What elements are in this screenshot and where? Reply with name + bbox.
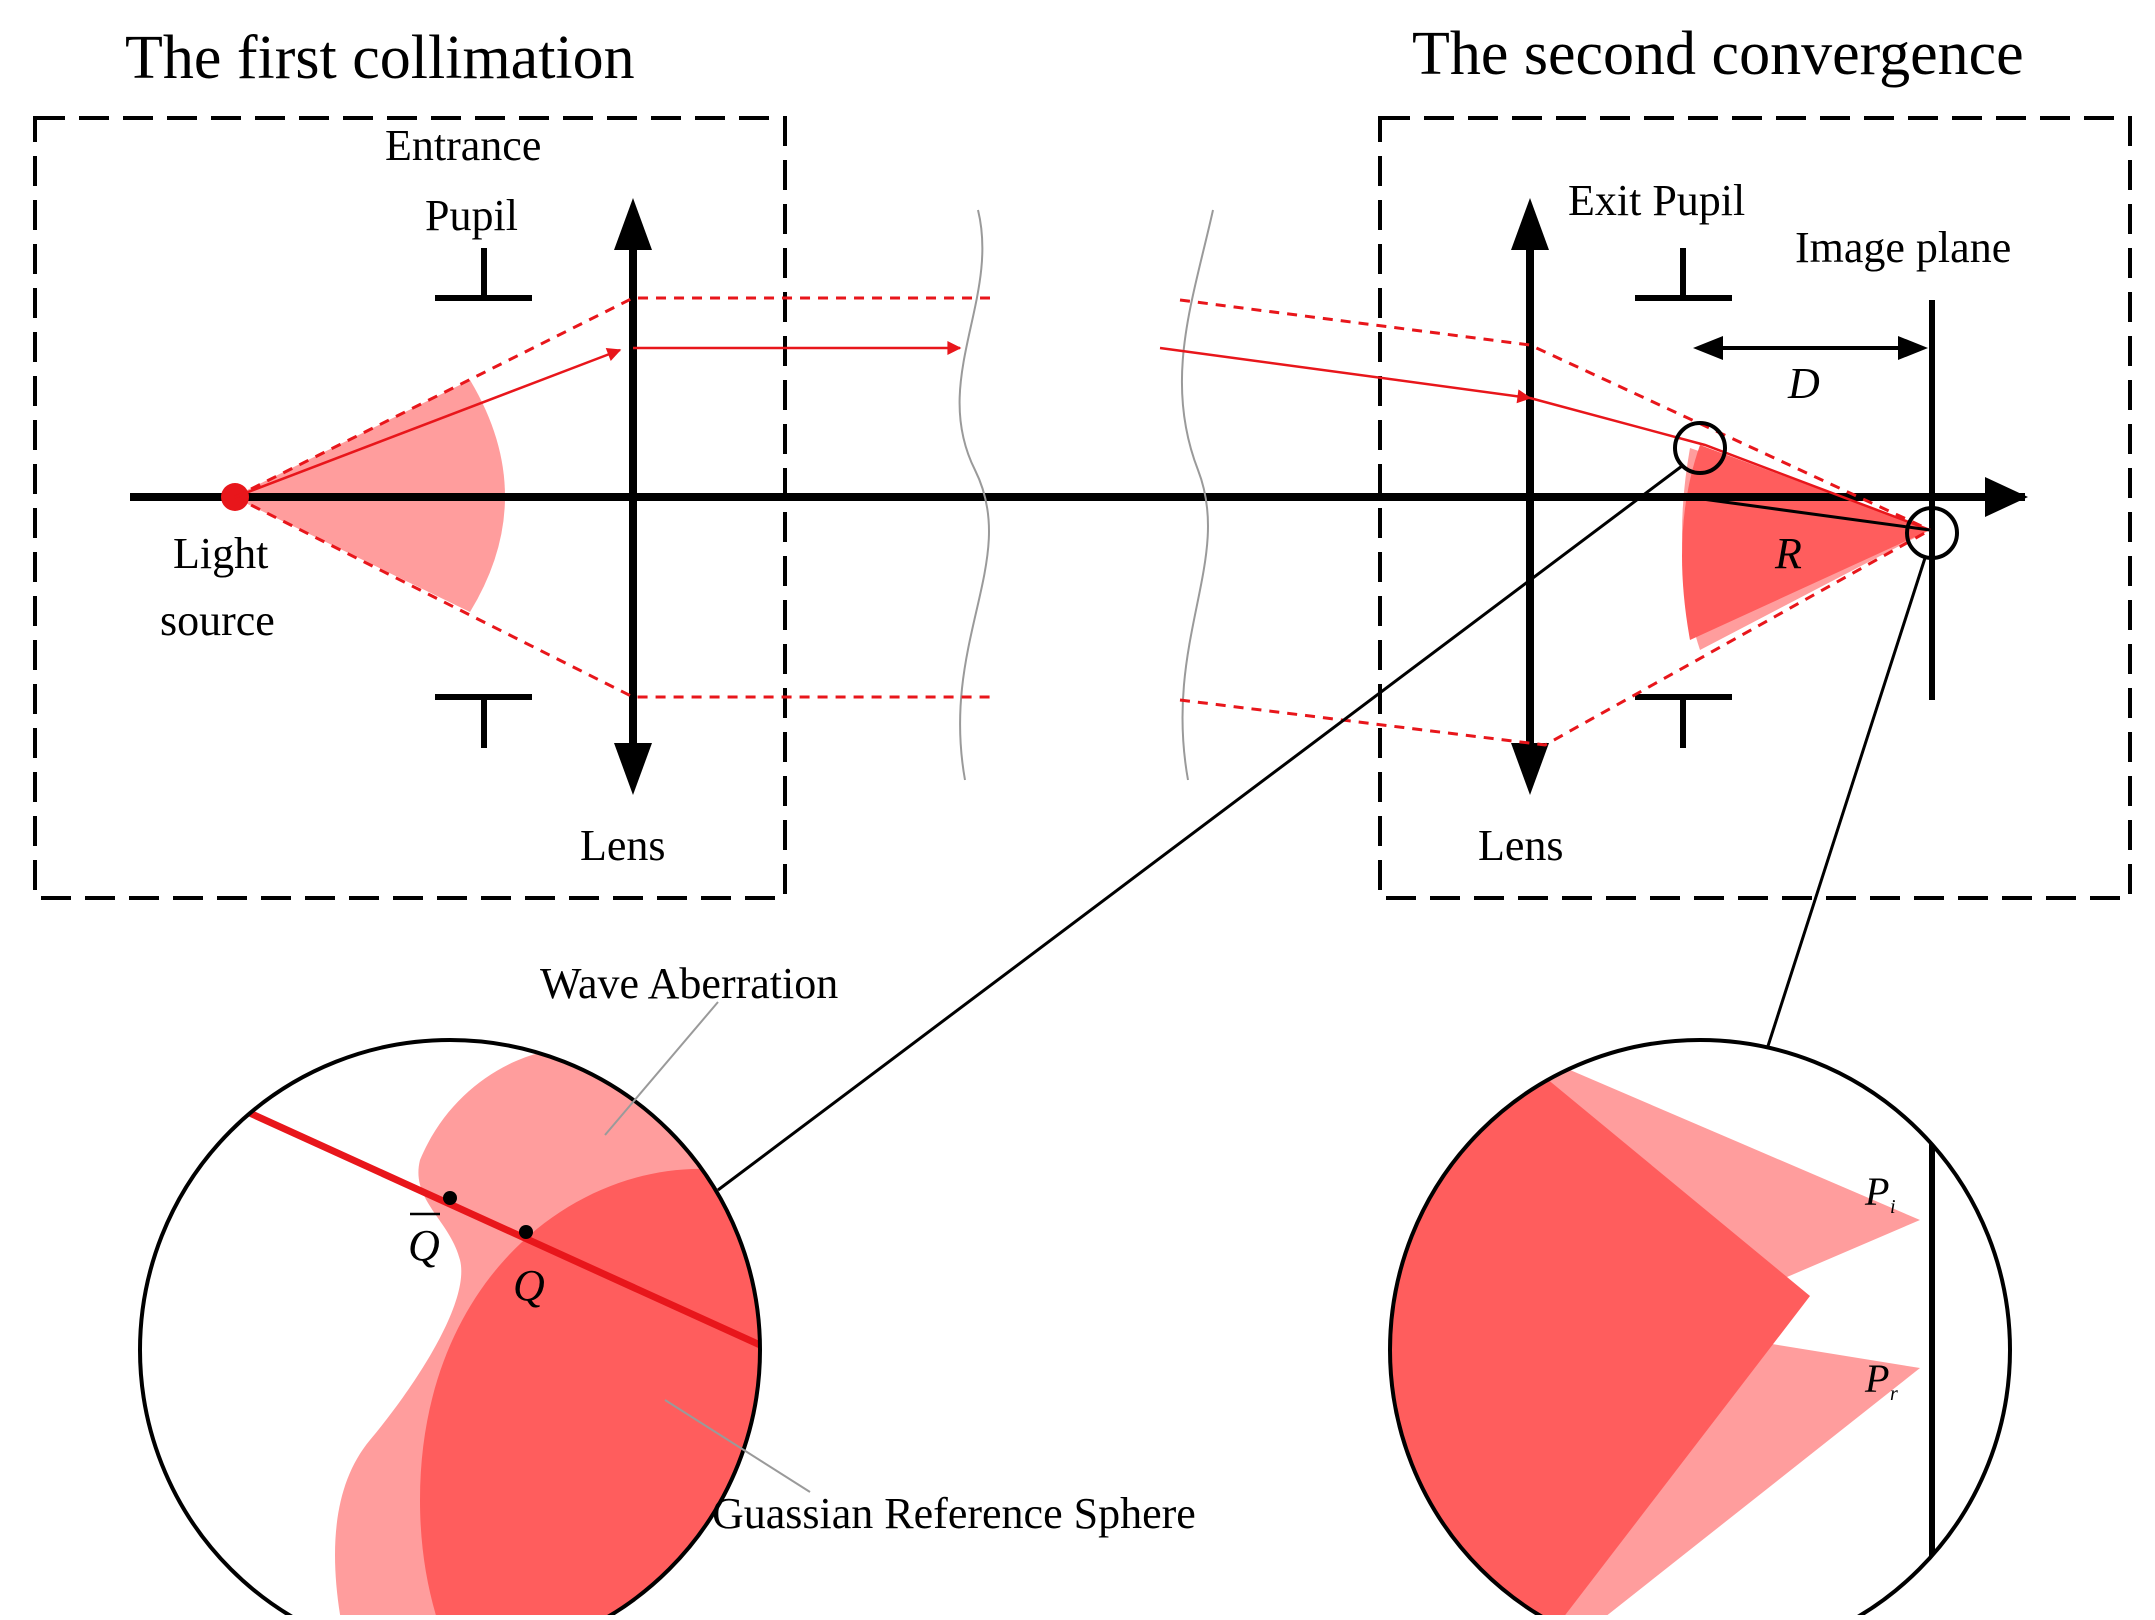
exit-pupil-stop (1635, 248, 1732, 748)
reference-sphere-region (420, 1168, 760, 1620)
title-first-collimation: The first collimation (125, 24, 635, 92)
distance-label: D (1787, 359, 1820, 408)
beam-overlap (1390, 1040, 1810, 1620)
gaussian-sphere-label: Guassian Reference Sphere (712, 1489, 1196, 1538)
right-lens-top-arrow (1511, 198, 1549, 250)
image-magnifier (1388, 1038, 2012, 1620)
optical-axis-arrowhead (1985, 477, 2028, 517)
entrance-pupil-label-1: Entrance (385, 121, 541, 170)
lens-right-label: Lens (1478, 821, 1564, 870)
wave-aberration-label: Wave Aberration (540, 959, 838, 1008)
left-lens-bottom-arrow (614, 743, 652, 795)
light-source-label-2: source (160, 596, 275, 645)
entrance-pupil-stop (435, 248, 532, 748)
lens-left-label: Lens (580, 821, 666, 870)
zoom-circle-image (1905, 506, 1959, 560)
title-second-convergence: The second convergence (1412, 20, 2024, 88)
q-bar-label: Q (408, 1221, 440, 1270)
connector-wavefront (717, 464, 1683, 1192)
second-convergence-box (1378, 116, 2132, 900)
p-r-subscript: r (1890, 1383, 1898, 1405)
right-lens-bottom-arrow (1511, 743, 1549, 795)
q-label: Q (513, 1261, 545, 1310)
wavefront-magnifier-content (208, 1047, 760, 1620)
chief-ray (234, 341, 1931, 532)
entrance-pupil-label-2: Pupil (425, 191, 518, 240)
wave-aberration-pointer (604, 1001, 719, 1136)
first-collimation-box (33, 116, 787, 900)
gaussian-sphere-pointer (664, 1399, 811, 1493)
wavefront-magnifier (138, 1038, 762, 1620)
zoom-circle-wavefront (1673, 421, 1727, 475)
q-point (519, 1225, 533, 1239)
connector-image (1766, 557, 1927, 1047)
exit-pupil-label: Exit Pupil (1568, 176, 1745, 225)
p-r-label: P (1864, 1356, 1889, 1401)
radius-label: R (1774, 529, 1802, 578)
light-source-label-1: Light (173, 529, 268, 578)
marginal-rays (234, 296, 1931, 747)
distance-arrow (1693, 336, 1928, 360)
radius-line (1694, 496, 1931, 532)
break-curve-right (1180, 209, 1214, 781)
q-bar-point (443, 1191, 457, 1205)
image-magnifier-content (1390, 1040, 1935, 1620)
p-i-subscript: i (1890, 1196, 1896, 1218)
p-i-label: P (1864, 1169, 1889, 1214)
left-lens-top-arrow (614, 198, 652, 250)
image-plane-label: Image plane (1795, 223, 2011, 272)
break-curve-left (958, 209, 990, 781)
magnified-ray (208, 1091, 760, 1349)
